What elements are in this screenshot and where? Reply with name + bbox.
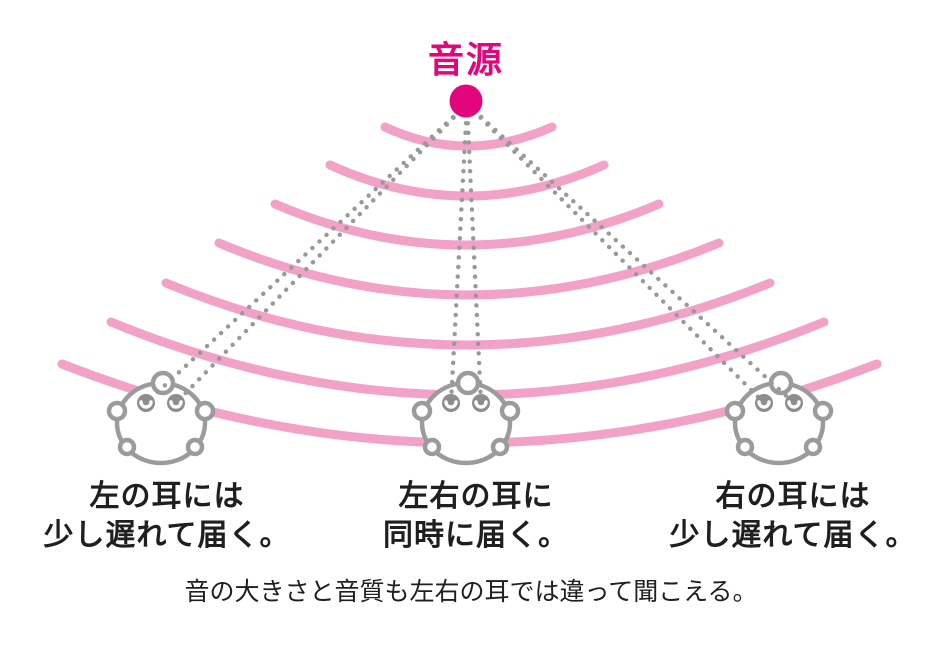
dotted-line-to-left-head-left-ear <box>143 101 470 406</box>
sound-wave-arc-4 <box>214 238 724 300</box>
right-listener-label-line2: 少し遅れて届く。 <box>669 518 916 553</box>
sound-wave-arc-5 <box>161 278 775 350</box>
right-ear-bump-icon <box>499 400 521 422</box>
left-cheek-bump-icon <box>735 437 755 457</box>
sound-source-label: 音源 <box>428 40 504 81</box>
listener-heads <box>106 370 834 466</box>
sound-wave-arc-1 <box>380 122 557 151</box>
dotted-line-to-right-head-right-ear <box>464 101 797 406</box>
nose-bump-icon <box>150 370 176 396</box>
ear-dot <box>442 394 460 412</box>
dotted-line-to-right-head-left-ear <box>464 101 767 406</box>
ear-dot <box>755 394 773 412</box>
left-ear-bump-icon <box>724 400 746 422</box>
sound-wave-arc-2 <box>325 160 609 201</box>
left-ear-bump-icon <box>411 400 433 422</box>
ear-dot <box>167 394 185 412</box>
nose-bump-icon <box>768 370 794 396</box>
center-listener-label-line1: 左右の耳に <box>399 479 554 514</box>
dotted-line-to-center-head-left-ear <box>448 101 470 406</box>
right-cheek-bump-icon <box>490 437 510 457</box>
sound-source-dot <box>449 84 483 118</box>
center-listener-label-line2: 同時に届く。 <box>383 518 569 553</box>
ear-dot <box>137 394 155 412</box>
ear-dot <box>472 394 490 412</box>
right-cheek-bump-icon <box>803 437 823 457</box>
sound-path-dotted-lines <box>143 101 797 406</box>
dotted-line-to-left-head-right-ear <box>173 101 470 406</box>
left-cheek-bump-icon <box>117 437 137 457</box>
ear-dot <box>785 394 803 412</box>
bottom-caption: 音の大きさと音質も左右の耳では違って聞こえる。 <box>184 577 757 606</box>
sound-wave-arc-3 <box>270 199 664 250</box>
right-ear-bump-icon <box>194 400 216 422</box>
right-ear-bump-icon <box>812 400 834 422</box>
left-listener-label-line2: 少し遅れて届く。 <box>43 518 290 553</box>
right-listener-label-line1: 右の耳には <box>716 479 871 514</box>
right-cheek-bump-icon <box>185 437 205 457</box>
dotted-line-to-center-head-right-ear <box>464 101 484 406</box>
nose-bump-icon <box>455 370 481 396</box>
listener-head-center <box>411 370 521 466</box>
ear-points <box>137 394 803 412</box>
listener-labels: 左の耳には 少し遅れて届く。 左右の耳に 同時に届く。 右の耳には 少し遅れて届… <box>43 479 916 553</box>
left-ear-bump-icon <box>106 400 128 422</box>
left-cheek-bump-icon <box>422 437 442 457</box>
left-listener-label-line1: 左の耳には <box>90 479 245 514</box>
